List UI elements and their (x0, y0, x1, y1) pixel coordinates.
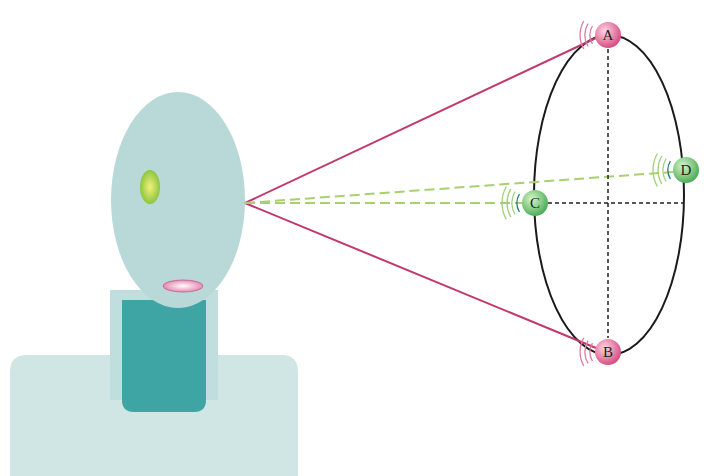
point-marker: D (673, 157, 699, 183)
point-marker: A (595, 22, 621, 48)
signal-waves (502, 187, 519, 220)
robot-mouth (163, 280, 203, 292)
sight-line (245, 203, 596, 348)
robot-neck-inner (122, 300, 206, 412)
signal-waves (580, 21, 592, 49)
point-marker: B (595, 339, 621, 365)
point-marker: C (522, 190, 548, 216)
robot-eye (140, 170, 160, 204)
signal-waves (580, 338, 592, 366)
sight-line (245, 38, 596, 203)
sight-line (245, 202, 522, 204)
point-label: A (603, 28, 614, 43)
signal-waves (653, 154, 670, 187)
point-label: C (530, 196, 540, 211)
point-label: B (603, 345, 613, 360)
target-ellipse (534, 35, 684, 355)
dashed-axis (608, 49, 609, 338)
sight-line (245, 172, 673, 203)
dashed-axis (548, 202, 683, 204)
point-label: D (681, 163, 692, 178)
robot-head (111, 92, 245, 308)
